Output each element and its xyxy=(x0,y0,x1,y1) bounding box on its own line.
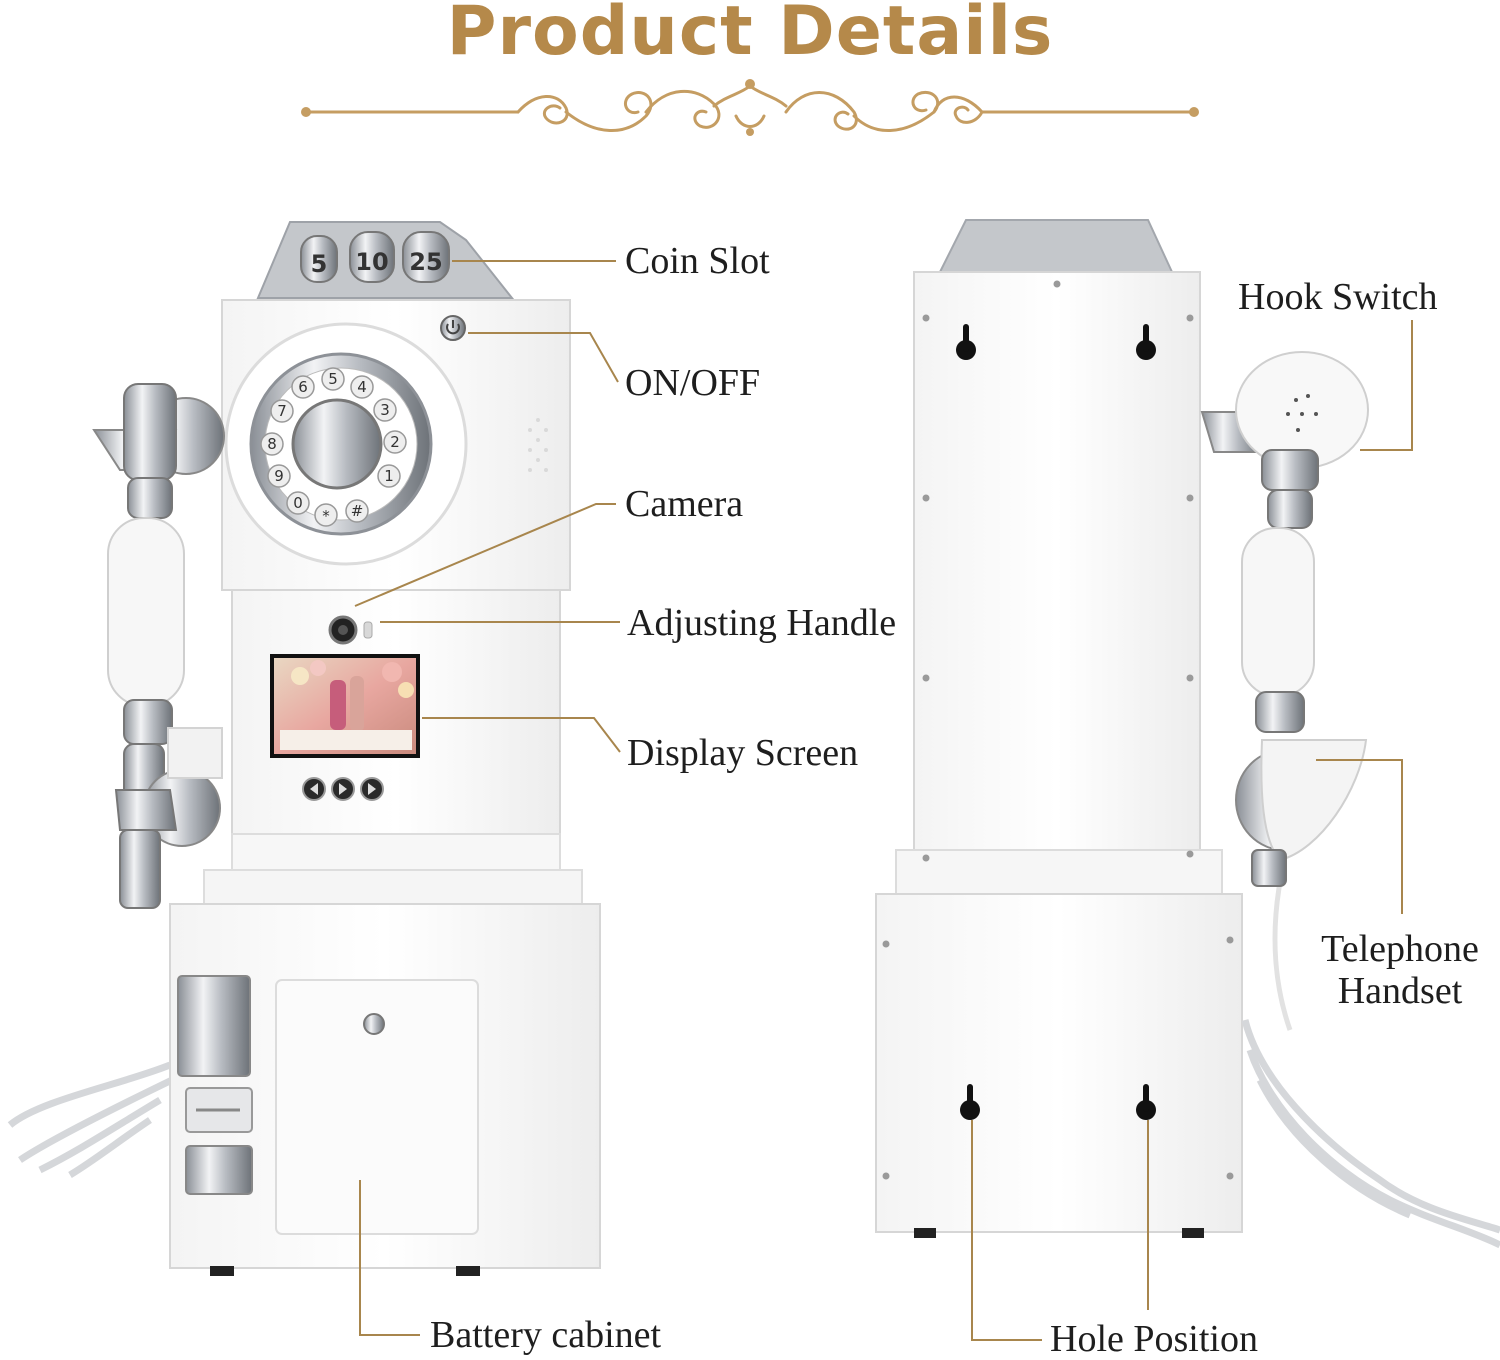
label-adjusting-handle: Adjusting Handle xyxy=(627,602,897,644)
back-top-housing xyxy=(938,219,1174,273)
coin-return-chutes xyxy=(177,975,253,1195)
label-coin-slot: Coin Slot xyxy=(625,240,770,282)
front-phone: 5 10 25 5 4 3 2 1 # xyxy=(7,221,601,1276)
front-handset xyxy=(92,383,225,909)
mounting-hole-icon xyxy=(956,324,1156,1120)
media-buttons xyxy=(302,777,384,801)
dial-digit: 3 xyxy=(380,401,390,419)
dial-digit: 1 xyxy=(384,467,394,485)
coin-value: 5 xyxy=(311,250,328,278)
dial-digit: 8 xyxy=(267,435,277,453)
coin-slot-buttons xyxy=(300,231,450,283)
label-display-screen: Display Screen xyxy=(627,732,859,774)
label-telephone-handset: Telephone Handset xyxy=(1321,928,1479,1012)
coiled-cord-right xyxy=(1241,1019,1500,1249)
screw-icon xyxy=(882,280,1234,1180)
dial-digit: * xyxy=(322,507,330,525)
label-battery-cabinet: Battery cabinet xyxy=(430,1314,662,1356)
label-hole-position: Hole Position xyxy=(1050,1318,1258,1360)
leader-lines xyxy=(354,260,1413,1341)
dial-digit: 0 xyxy=(293,494,303,512)
back-phone xyxy=(875,219,1500,1249)
speaker-grill xyxy=(528,418,548,472)
dial-digit: # xyxy=(351,502,364,520)
screen-photo-balloons xyxy=(280,660,414,750)
coin-value: 10 xyxy=(355,248,388,276)
back-handset xyxy=(1200,351,1369,887)
back-base xyxy=(875,893,1243,1233)
dial-digit: 9 xyxy=(274,467,284,485)
dial-digit: 7 xyxy=(277,402,287,420)
coin-value: 25 xyxy=(409,248,442,276)
coiled-cord-left xyxy=(7,1061,174,1179)
dial-digit: 2 xyxy=(390,433,400,451)
label-hook-switch: Hook Switch xyxy=(1238,276,1438,318)
cabinet-lock-icon xyxy=(363,1013,385,1035)
adjusting-handle xyxy=(363,621,373,639)
label-camera: Camera xyxy=(625,483,744,525)
battery-cabinet-door xyxy=(275,979,479,1235)
dial-digit: 5 xyxy=(328,370,338,388)
label-on-off: ON/OFF xyxy=(625,362,761,404)
ornament-divider-icon xyxy=(301,79,1199,136)
dial-digit: 6 xyxy=(298,378,308,396)
page-title: Product Details xyxy=(446,0,1054,71)
dial-digit: 4 xyxy=(357,378,367,396)
back-upper-body xyxy=(913,271,1201,851)
dial-holes xyxy=(260,367,407,527)
